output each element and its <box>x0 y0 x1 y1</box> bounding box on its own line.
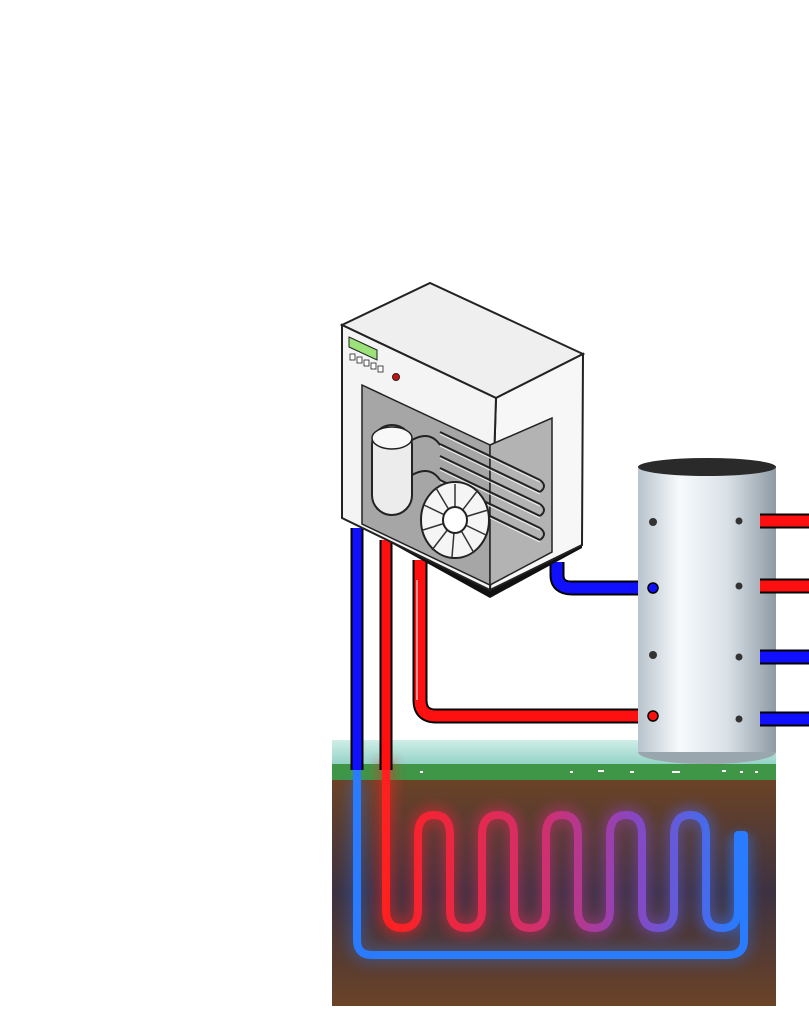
compressor-icon <box>371 424 441 516</box>
tank-top-cap <box>638 458 776 476</box>
tank-fittings <box>649 517 743 723</box>
unit-base <box>346 508 582 598</box>
unit-side-panel <box>489 416 553 587</box>
heat-pump-unit <box>339 281 586 598</box>
tank-outlet-pipes <box>760 513 809 727</box>
tank-inlet-stubs <box>647 582 659 722</box>
tank-body <box>638 466 776 752</box>
condenser-coil-icon <box>439 431 545 543</box>
unit-to-tank-hot-pipe <box>412 560 652 724</box>
grass-specks <box>420 770 758 773</box>
power-led-icon <box>392 373 400 381</box>
control-display <box>348 336 378 361</box>
control-buttons <box>349 353 384 373</box>
fan-icon <box>420 481 490 559</box>
unit-ground-pipes <box>350 528 393 770</box>
ground-loop-return-glow <box>347 780 754 965</box>
grass-strip <box>332 764 776 782</box>
ground-loop <box>347 756 754 965</box>
storage-tank <box>638 458 776 764</box>
unit-to-tank-cold-pipe <box>549 562 652 596</box>
ground-loop-pipe <box>382 756 742 932</box>
